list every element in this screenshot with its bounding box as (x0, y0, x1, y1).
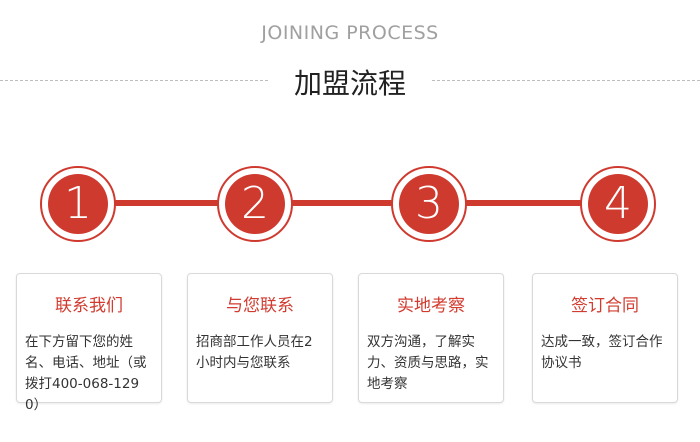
process-connector-line (80, 200, 620, 206)
english-title: JOINING PROCESS (261, 22, 439, 44)
step-3-card: 实地考察 双方沟通，了解实力、资质与思路，实地考察 (358, 273, 504, 403)
step-3-title: 实地考察 (397, 296, 465, 316)
step-2-badge: 2 (217, 166, 293, 242)
divider-right (432, 80, 700, 81)
step-2-description: 招商部工作人员在2小时内与您联系 (196, 334, 313, 371)
step-4-badge: 4 (580, 166, 656, 242)
divider-left (0, 80, 268, 81)
step-2-title: 与您联系 (226, 296, 294, 316)
step-1-description: 在下方留下您的姓名、电话、地址（或拨打400-068-1290） (25, 334, 147, 413)
step-3-badge: 3 (391, 166, 467, 242)
step-1-title: 联系我们 (55, 296, 123, 316)
step-1-badge: 1 (40, 166, 116, 242)
step-3-description: 双方沟通，了解实力、资质与思路，实地考察 (367, 334, 489, 392)
step-4-number: 4 (588, 174, 648, 234)
step-2-card: 与您联系 招商部工作人员在2小时内与您联系 (187, 273, 333, 403)
step-4-title: 签订合同 (571, 296, 639, 316)
step-4-description: 达成一致，签订合作协议书 (541, 334, 663, 371)
step-1-number: 1 (48, 174, 108, 234)
step-1-card: 联系我们 在下方留下您的姓名、电话、地址（或拨打400-068-1290） (16, 273, 162, 413)
step-3-number: 3 (399, 174, 459, 234)
step-4-card: 签订合同 达成一致，签订合作协议书 (532, 273, 678, 403)
step-2-number: 2 (225, 174, 285, 234)
page-title: 加盟流程 (293, 67, 406, 100)
